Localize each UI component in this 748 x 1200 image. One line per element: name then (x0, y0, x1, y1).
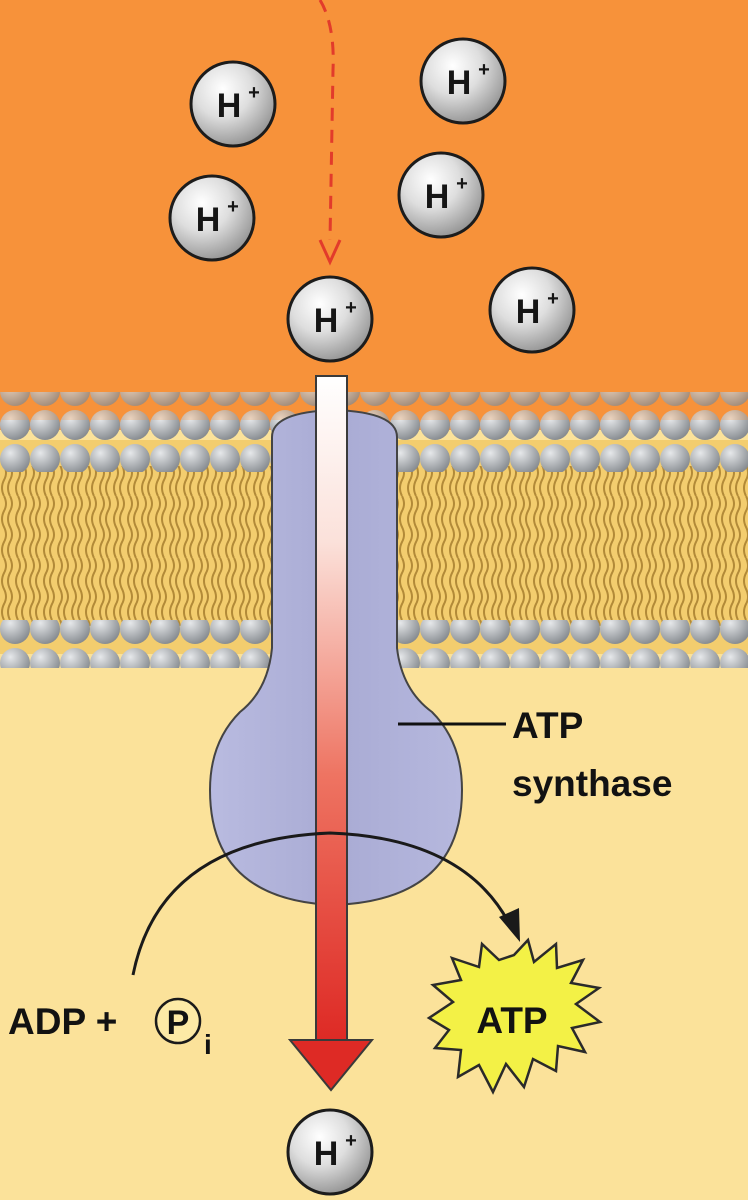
svg-text:H: H (447, 64, 472, 102)
reaction-arrow (131, 831, 520, 976)
synthase-label-line1: ATP (512, 705, 583, 746)
svg-text:H: H (425, 178, 450, 216)
svg-text:H: H (217, 87, 242, 125)
svg-text:ATP: ATP (476, 1000, 547, 1041)
svg-text:+: + (227, 196, 239, 218)
proton-ion: H + (168, 174, 256, 262)
svg-text:+: + (248, 82, 260, 104)
adp-label: ADP + (8, 1001, 128, 1042)
svg-text:+: + (456, 173, 468, 195)
proton-flow-arrow (287, 375, 375, 1092)
proton-ion: H + (286, 1108, 374, 1196)
proton-ion: H + (419, 37, 507, 125)
svg-text:+: + (478, 59, 490, 81)
svg-text:H: H (314, 1135, 339, 1173)
svg-text:H: H (196, 201, 221, 239)
proton-ion: H + (397, 151, 485, 239)
svg-text:+: + (547, 288, 559, 310)
svg-text:H: H (516, 293, 541, 331)
svg-text:i: i (204, 1029, 212, 1060)
svg-text:H: H (314, 302, 339, 340)
proton-ion: H + (286, 275, 374, 363)
atp-starburst-icon (426, 937, 603, 1095)
proton-diffusion-arrow (318, 0, 342, 266)
svg-text:P: P (167, 1004, 190, 1042)
proton-ion: H + (189, 60, 277, 148)
proton-ion: H + (488, 266, 576, 354)
svg-text:+: + (345, 1130, 357, 1152)
intermembrane-space (0, 0, 748, 430)
atp-product: ATP (426, 937, 603, 1095)
synthase-label-line2: synthase (512, 763, 672, 804)
svg-text:+: + (345, 297, 357, 319)
phosphate-symbol: P i (154, 997, 212, 1060)
